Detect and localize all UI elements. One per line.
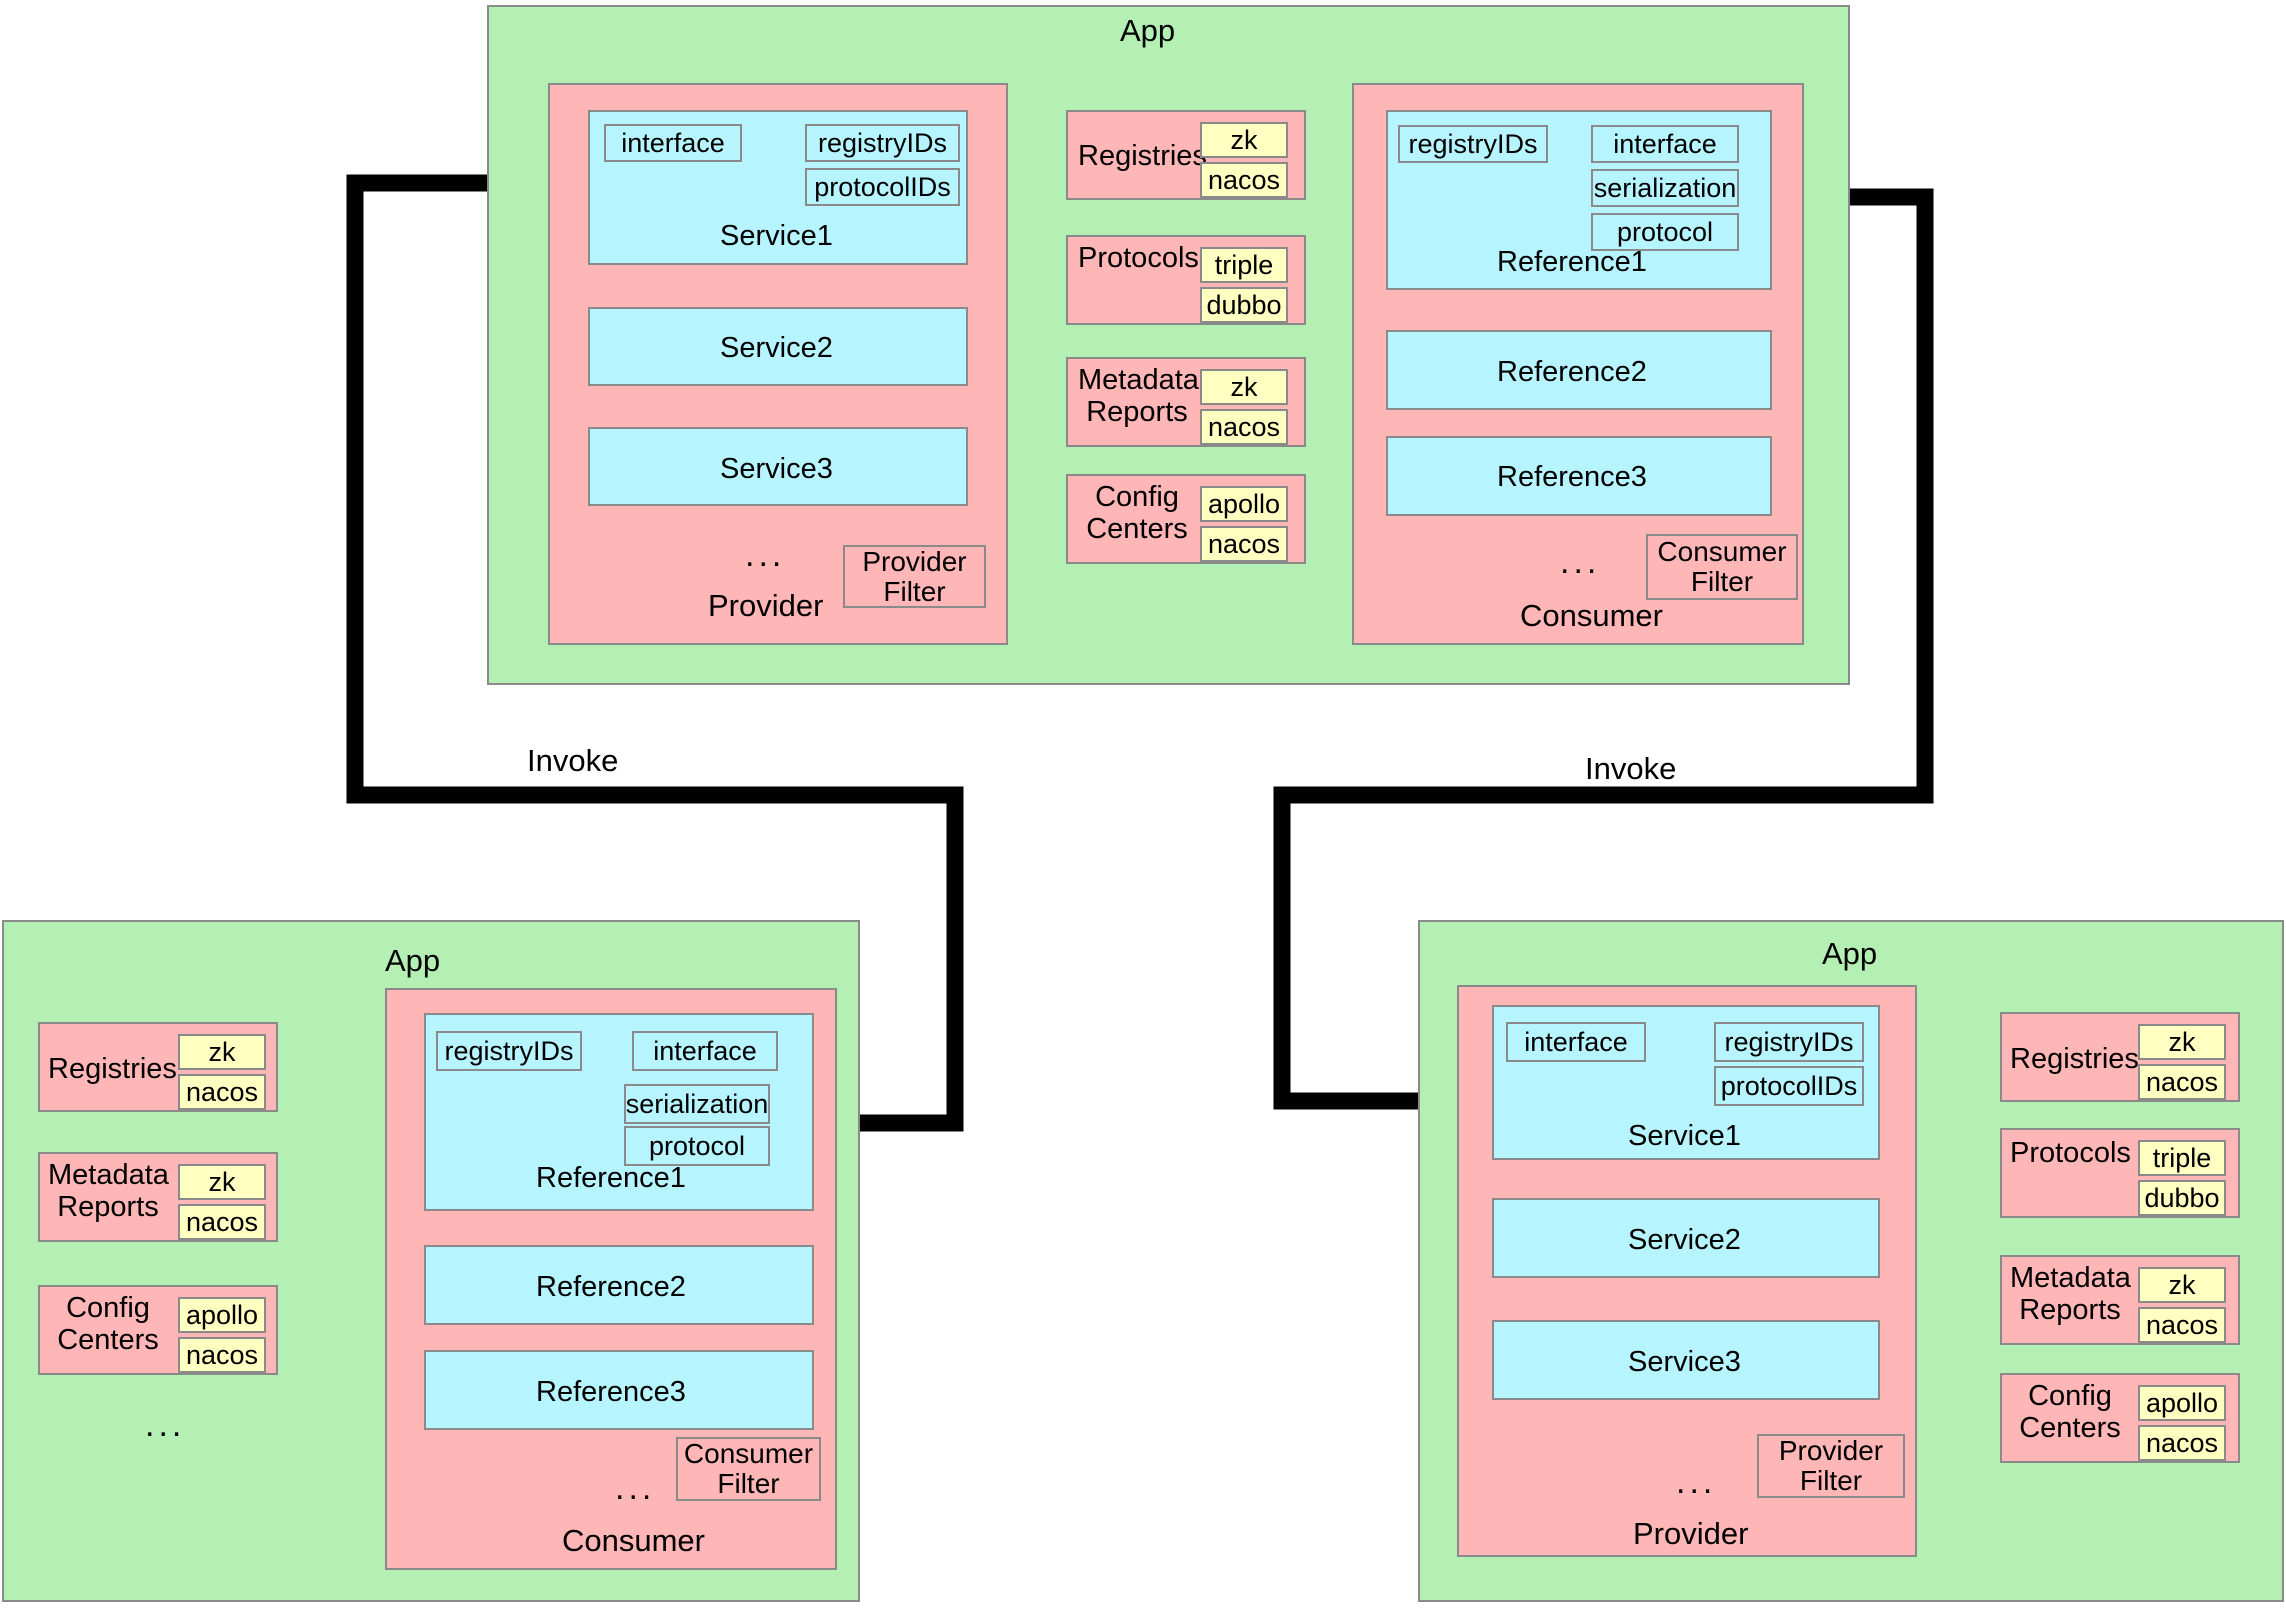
top-config-line1: Config — [1095, 481, 1179, 513]
top-protocols-chip-triple[interactable]: triple — [1200, 247, 1288, 283]
top-consumer-ellipsis: ... — [1560, 543, 1601, 581]
bl-metadata-chip-zk[interactable]: zk — [178, 1164, 266, 1200]
bl-reference1-registryIDs[interactable]: registryIDs — [436, 1031, 582, 1071]
br-service3-label: Service3 — [1628, 1346, 1741, 1378]
top-reference1-protocol[interactable]: protocol — [1591, 213, 1739, 251]
bl-metadata-label: Metadata Reports — [48, 1159, 169, 1223]
br-service2-label: Service2 — [1628, 1224, 1741, 1256]
bl-config-label: Config Centers — [48, 1292, 168, 1356]
right-invoke-label: Invoke — [1585, 751, 1677, 786]
br-metadata-chip-nacos[interactable]: nacos — [2138, 1307, 2226, 1343]
top-reference2-label: Reference2 — [1497, 356, 1647, 388]
top-app-title: App — [1120, 13, 1176, 48]
left-invoke-label: Invoke — [527, 743, 619, 778]
top-metadata-line2: Reports — [1086, 396, 1188, 428]
top-metadata-chip-zk[interactable]: zk — [1200, 369, 1288, 405]
br-provider-filter[interactable]: Provider Filter — [1757, 1434, 1905, 1498]
top-provider-ellipsis: ... — [745, 536, 786, 574]
bl-config-line1: Config — [66, 1292, 150, 1324]
br-protocols-label: Protocols — [2010, 1137, 2131, 1169]
top-metadata-label: Metadata Reports — [1078, 364, 1199, 428]
top-reference1-interface[interactable]: interface — [1591, 125, 1739, 163]
br-metadata-chip-zk[interactable]: zk — [2138, 1267, 2226, 1303]
br-metadata-line2: Reports — [2019, 1294, 2121, 1326]
bl-reference1-serialization[interactable]: serialization — [624, 1084, 770, 1124]
top-reference1-serialization[interactable]: serialization — [1591, 169, 1739, 207]
top-config-chip-apollo[interactable]: apollo — [1200, 486, 1288, 522]
bl-reference3-label: Reference3 — [536, 1376, 686, 1408]
bl-metadata-line2: Reports — [57, 1191, 159, 1223]
top-reference1-label: Reference1 — [1497, 246, 1647, 278]
top-registries-label: Registries — [1078, 140, 1207, 172]
br-protocols-chip-triple[interactable]: triple — [2138, 1140, 2226, 1176]
br-service2-box[interactable] — [1492, 1198, 1880, 1278]
top-consumer-label: Consumer — [1520, 598, 1663, 633]
bl-reference1-interface[interactable]: interface — [632, 1031, 778, 1071]
bl-reference3-box[interactable] — [424, 1350, 814, 1430]
br-registries-chip-zk[interactable]: zk — [2138, 1024, 2226, 1060]
br-config-line1: Config — [2028, 1380, 2112, 1412]
br-config-line2: Centers — [2019, 1412, 2121, 1444]
top-protocols-chip-dubbo[interactable]: dubbo — [1200, 287, 1288, 323]
bl-consumer-ellipsis: ... — [615, 1469, 656, 1507]
bottom-left-app-title: App — [385, 943, 441, 978]
top-service3-label: Service3 — [720, 453, 833, 485]
bl-consumer-label: Consumer — [562, 1523, 705, 1558]
bl-reference1-protocol[interactable]: protocol — [624, 1126, 770, 1166]
br-metadata-line1: Metadata — [2010, 1262, 2131, 1294]
top-provider-filter[interactable]: Provider Filter — [843, 545, 986, 608]
top-consumer-filter[interactable]: Consumer Filter — [1646, 534, 1798, 600]
bl-metadata-chip-nacos[interactable]: nacos — [178, 1204, 266, 1240]
top-metadata-line1: Metadata — [1078, 364, 1199, 396]
br-provider-ellipsis: ... — [1676, 1463, 1717, 1501]
top-service2-box[interactable] — [588, 307, 968, 386]
top-reference3-label: Reference3 — [1497, 461, 1647, 493]
br-registries-chip-nacos[interactable]: nacos — [2138, 1064, 2226, 1100]
br-service1-registryIDs[interactable]: registryIDs — [1714, 1022, 1864, 1062]
bl-reference2-box[interactable] — [424, 1245, 814, 1325]
bl-config-chip-nacos[interactable]: nacos — [178, 1337, 266, 1373]
top-reference3-box[interactable] — [1386, 436, 1772, 516]
bl-registries-label: Registries — [48, 1053, 177, 1085]
br-protocols-chip-dubbo[interactable]: dubbo — [2138, 1180, 2226, 1216]
bl-config-line2: Centers — [57, 1324, 159, 1356]
br-metadata-label: Metadata Reports — [2010, 1262, 2131, 1326]
bl-reference1-label: Reference1 — [536, 1162, 686, 1194]
br-provider-label: Provider — [1633, 1516, 1749, 1551]
br-service3-box[interactable] — [1492, 1320, 1880, 1400]
top-provider-label: Provider — [708, 588, 824, 623]
top-service1-protocolIDs[interactable]: protocolIDs — [805, 168, 960, 206]
top-config-chip-nacos[interactable]: nacos — [1200, 526, 1288, 562]
bl-metadata-line1: Metadata — [48, 1159, 169, 1191]
top-protocols-label: Protocols — [1078, 242, 1199, 274]
br-service1-interface[interactable]: interface — [1506, 1022, 1646, 1062]
bottom-right-app-title: App — [1822, 936, 1878, 971]
br-config-label: Config Centers — [2010, 1380, 2130, 1444]
br-config-chip-nacos[interactable]: nacos — [2138, 1425, 2226, 1461]
top-service2-label: Service2 — [720, 332, 833, 364]
top-reference2-box[interactable] — [1386, 330, 1772, 410]
top-service1-label: Service1 — [720, 220, 833, 252]
bl-registries-chip-nacos[interactable]: nacos — [178, 1074, 266, 1110]
top-metadata-chip-nacos[interactable]: nacos — [1200, 409, 1288, 445]
bl-reference2-label: Reference2 — [536, 1271, 686, 1303]
bl-config-chip-apollo[interactable]: apollo — [178, 1297, 266, 1333]
top-service1-registryIDs[interactable]: registryIDs — [805, 124, 960, 162]
br-registries-label: Registries — [2010, 1043, 2139, 1075]
bl-registries-chip-zk[interactable]: zk — [178, 1034, 266, 1070]
top-service3-box[interactable] — [588, 427, 968, 506]
top-config-line2: Centers — [1086, 513, 1188, 545]
top-registries-chip-nacos[interactable]: nacos — [1200, 162, 1288, 198]
top-config-label: Config Centers — [1078, 481, 1196, 545]
bl-consumer-filter[interactable]: Consumer Filter — [676, 1437, 821, 1501]
br-config-chip-apollo[interactable]: apollo — [2138, 1385, 2226, 1421]
top-service1-interface[interactable]: interface — [604, 124, 742, 162]
bl-app-ellipsis: ... — [145, 1406, 186, 1444]
top-registries-chip-zk[interactable]: zk — [1200, 122, 1288, 158]
top-reference1-registryIDs[interactable]: registryIDs — [1398, 125, 1548, 163]
br-service1-label: Service1 — [1628, 1120, 1741, 1152]
br-service1-protocolIDs[interactable]: protocolIDs — [1714, 1066, 1864, 1106]
